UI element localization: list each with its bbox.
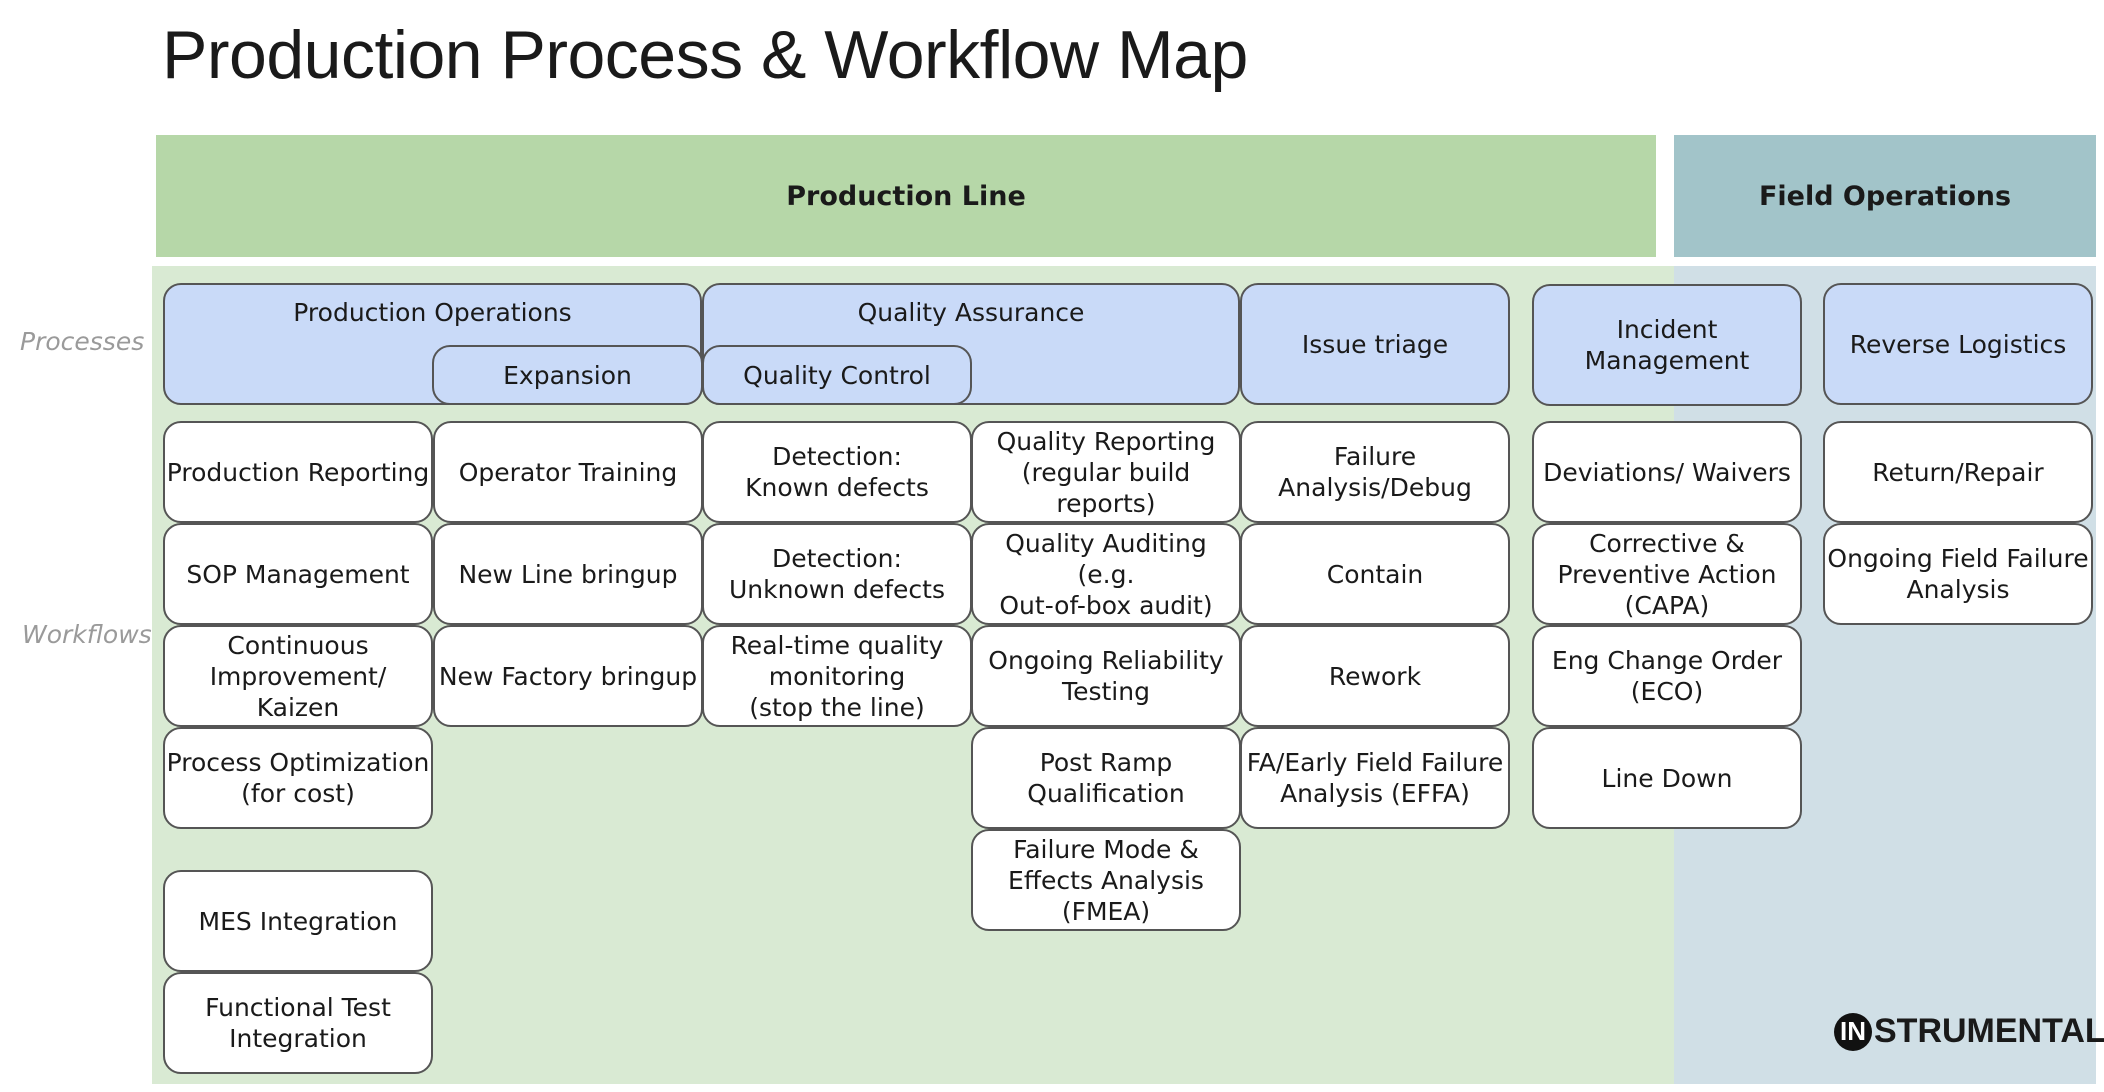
workflow-detection-unknown-defects: Detection: Unknown defects: [702, 523, 972, 625]
process-quality-control: Quality Control: [702, 345, 972, 405]
workflow-sop-management: SOP Management: [163, 523, 433, 625]
workflow-detection-known-defects: Detection: Known defects: [702, 421, 972, 523]
workflow-production-reporting: Production Reporting: [163, 421, 433, 523]
workflow-new-line-bringup: New Line bringup: [433, 523, 703, 625]
workflow-capa: Corrective & Preventive Action (CAPA): [1532, 523, 1802, 625]
workflow-contain: Contain: [1240, 523, 1510, 625]
workflow-realtime-quality-monitoring: Real-time quality monitoring (stop the l…: [702, 625, 972, 727]
workflow-eng-change-order: Eng Change Order (ECO): [1532, 625, 1802, 727]
logo-mark-icon: IN: [1834, 1012, 1872, 1051]
workflow-ongoing-field-failure-analysis: Ongoing Field Failure Analysis: [1823, 523, 2093, 625]
band-field-operations: Field Operations: [1674, 135, 2096, 257]
workflow-fmea: Failure Mode & Effects Analysis (FMEA): [971, 829, 1241, 931]
row-label-workflows: Workflows: [22, 620, 152, 649]
workflow-post-ramp-qualification: Post Ramp Qualification: [971, 727, 1241, 829]
workflow-ongoing-reliability-testing: Ongoing Reliability Testing: [971, 625, 1241, 727]
logo-text: STRUMENTAL: [1874, 1012, 2104, 1050]
page-title: Production Process & Workflow Map: [162, 17, 1248, 93]
process-expansion: Expansion: [432, 345, 703, 405]
workflow-functional-test-integration: Functional Test Integration: [163, 972, 433, 1074]
workflow-continuous-improvement: Continuous Improvement/ Kaizen: [163, 625, 433, 727]
workflow-deviations-waivers: Deviations/ Waivers: [1532, 421, 1802, 523]
workflow-process-optimization: Process Optimization (for cost): [163, 727, 433, 829]
process-incident-management: Incident Management: [1532, 284, 1802, 406]
workflow-return-repair: Return/Repair: [1823, 421, 2093, 523]
instrumental-logo: IN STRUMENTAL: [1834, 1012, 2104, 1051]
process-issue-triage: Issue triage: [1240, 283, 1510, 405]
workflow-failure-analysis-debug: Failure Analysis/Debug: [1240, 421, 1510, 523]
process-quality-assurance: Quality Assurance: [702, 283, 1240, 405]
process-reverse-logistics: Reverse Logistics: [1823, 283, 2093, 405]
workflow-mes-integration: MES Integration: [163, 870, 433, 972]
workflow-quality-auditing: Quality Auditing (e.g. Out-of-box audit): [971, 523, 1241, 625]
row-label-processes: Processes: [20, 327, 145, 356]
workflow-quality-reporting: Quality Reporting (regular build reports…: [971, 421, 1241, 523]
workflow-rework: Rework: [1240, 625, 1510, 727]
workflow-new-factory-bringup: New Factory bringup: [433, 625, 703, 727]
workflow-early-field-failure-analysis: FA/Early Field Failure Analysis (EFFA): [1240, 727, 1510, 829]
workflow-operator-training: Operator Training: [433, 421, 703, 523]
band-production-line: Production Line: [156, 135, 1656, 257]
workflow-line-down: Line Down: [1532, 727, 1802, 829]
